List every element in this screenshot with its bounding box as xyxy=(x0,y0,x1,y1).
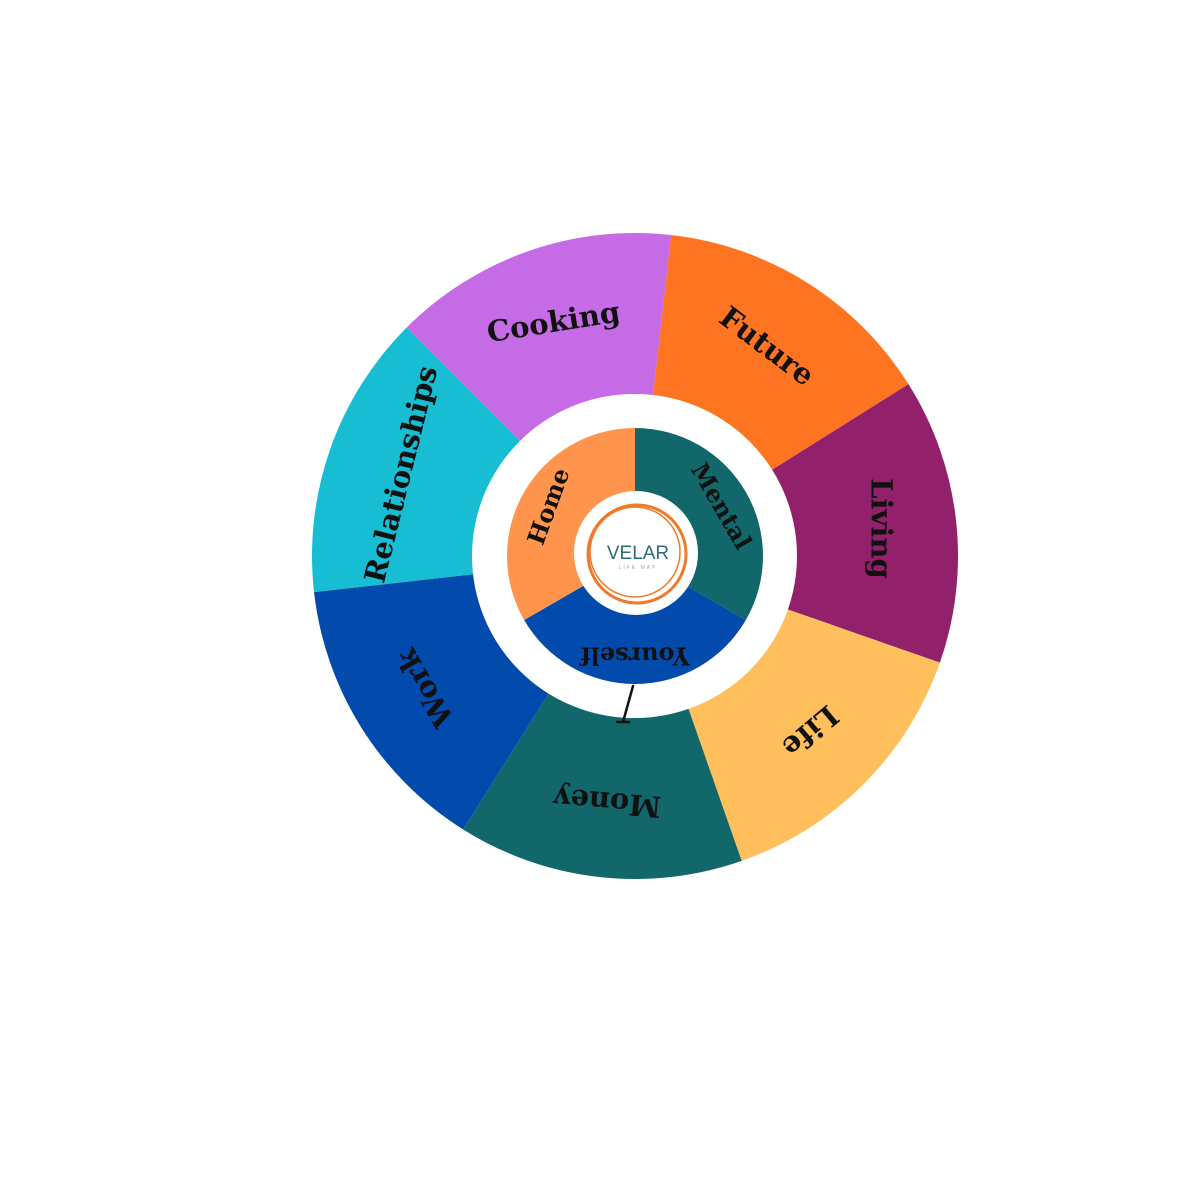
outer-label-living: Living xyxy=(864,478,898,579)
outer-segment-life xyxy=(688,609,940,861)
outer-segment-money xyxy=(463,693,742,879)
outer-segment-relationships xyxy=(312,327,521,593)
logo-subtitle: LIFE MAP xyxy=(619,565,658,571)
inner-segment-yourself xyxy=(524,556,746,684)
outer-segment-future xyxy=(653,235,909,470)
arrow-pointer-icon xyxy=(615,684,635,724)
logo-ring-outer xyxy=(586,503,688,605)
outer-segment-living xyxy=(772,384,958,663)
logo-ring-inner xyxy=(589,506,681,598)
inner-label-yourself: Yourself xyxy=(579,642,691,671)
outer-segment-work xyxy=(314,574,549,830)
outer-segment-cooking xyxy=(406,233,672,442)
logo-title: VELAR xyxy=(607,543,669,564)
velar-logo: VELAR LIFE MAP xyxy=(574,491,698,615)
